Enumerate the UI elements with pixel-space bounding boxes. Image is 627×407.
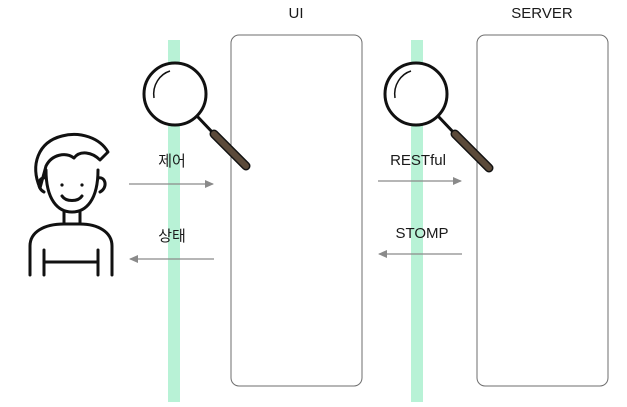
server-box xyxy=(476,34,609,387)
observation-lane-left xyxy=(168,40,180,402)
control-label: 제어 xyxy=(158,152,186,170)
stomp-label: STOMP xyxy=(395,225,448,242)
magnifier-icon-ui xyxy=(142,61,251,171)
ui-box xyxy=(230,34,363,387)
magnifier-icon-server xyxy=(383,61,494,173)
observation-lane-right xyxy=(411,40,423,402)
ui-title: UI xyxy=(289,5,304,22)
user-icon xyxy=(28,132,114,277)
server-title: SERVER xyxy=(511,5,573,22)
status-label: 상태 xyxy=(158,227,186,245)
restful-label: RESTful xyxy=(390,152,446,169)
